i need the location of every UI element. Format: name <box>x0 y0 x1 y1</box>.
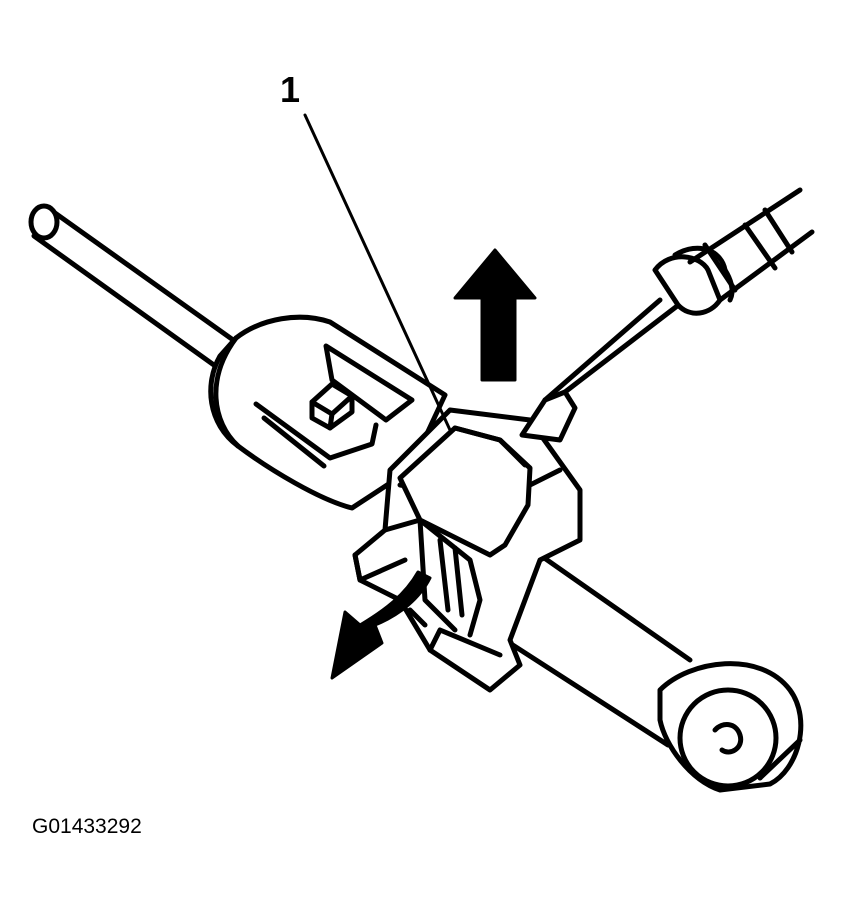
rod-end-eye <box>657 661 804 793</box>
callout-number-1: 1 <box>280 69 301 110</box>
left-shaft <box>28 203 253 381</box>
curved-arrow-icon <box>330 570 432 680</box>
connector-locking-tab <box>397 425 533 558</box>
callout-leader-line <box>303 113 452 432</box>
figure-code: G01433292 <box>32 815 142 838</box>
arrow-up-icon <box>453 248 537 382</box>
sleeve-housing <box>208 314 448 511</box>
screwdriver <box>519 187 815 443</box>
